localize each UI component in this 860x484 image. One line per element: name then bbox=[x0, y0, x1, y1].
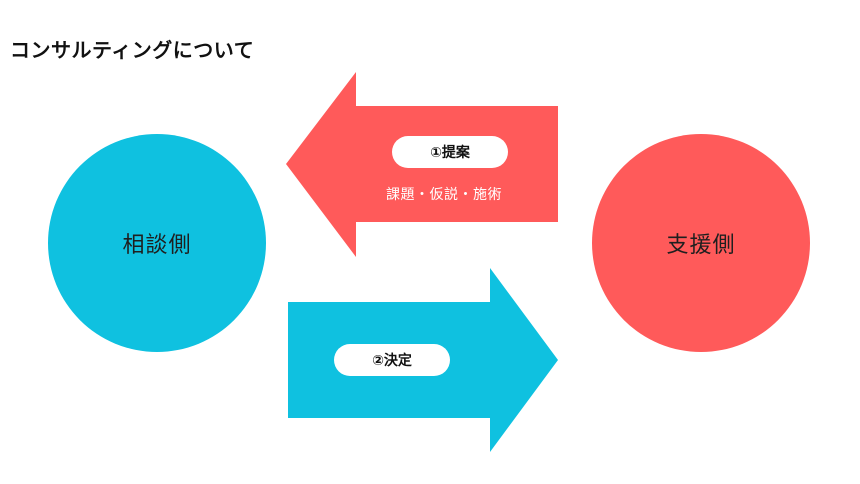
proposal-label: ①提案 bbox=[430, 145, 470, 161]
consulting-side-node: 相談側 bbox=[48, 134, 266, 352]
decision-label: ②決定 bbox=[372, 353, 412, 369]
proposal-sublabel: 課題・仮説・施術 bbox=[386, 187, 502, 203]
consulting-side-label: 相談側 bbox=[122, 233, 192, 258]
page-title: コンサルティングについて bbox=[10, 38, 255, 62]
support-side-node: 支援側 bbox=[592, 134, 810, 352]
support-side-label: 支援側 bbox=[666, 233, 736, 258]
proposal-label-pill: ①提案 bbox=[392, 136, 508, 168]
decision-label-pill: ②決定 bbox=[334, 344, 450, 376]
